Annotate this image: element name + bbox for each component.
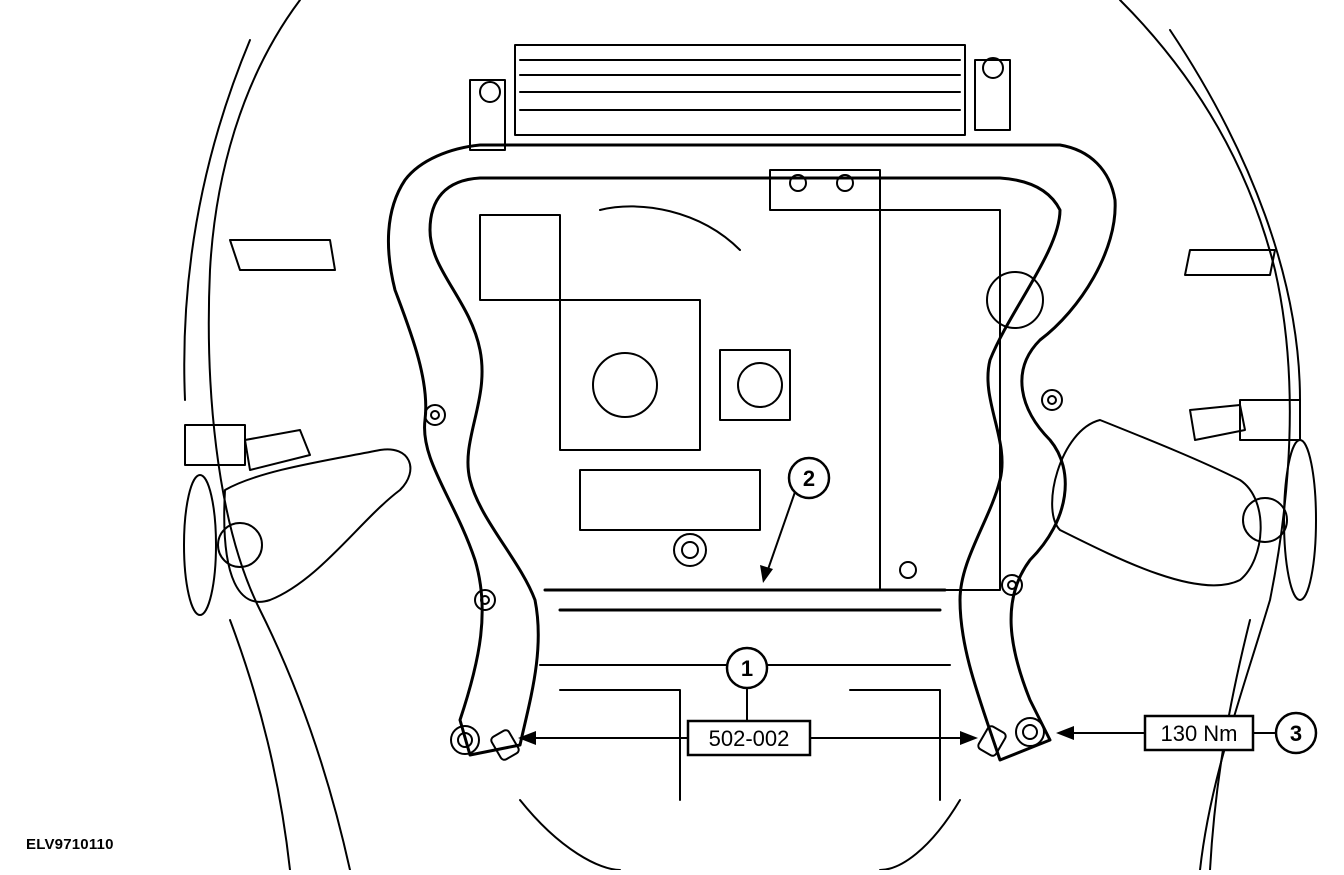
callout-1: 1: [725, 646, 769, 690]
callout-3: 3: [1274, 711, 1318, 755]
leader-lines: [520, 491, 1275, 739]
callout-1-number: 1: [741, 656, 753, 681]
callout-2-number: 2: [803, 466, 815, 491]
tool-number-text: 502-002: [709, 726, 790, 751]
callout-3-number: 3: [1290, 721, 1302, 746]
rear-mount-bolts: [450, 717, 1045, 761]
radiator-assembly: [469, 44, 1011, 151]
front-subframe: [387, 143, 1117, 762]
left-suspension: [183, 404, 496, 616]
callout-2: 2: [787, 456, 831, 500]
torque-text: 130 Nm: [1160, 721, 1237, 746]
right-suspension: [1001, 389, 1317, 601]
lower-body: [519, 664, 961, 871]
engine-block: [479, 169, 1044, 591]
torque-label: 130 Nm: [1143, 714, 1255, 752]
tool-number-label: 502-002: [686, 719, 812, 757]
leader-arrowheads: [518, 565, 1074, 745]
drawing-code: ELV9710110: [26, 836, 114, 853]
left-wheel-arch: [183, 0, 351, 871]
